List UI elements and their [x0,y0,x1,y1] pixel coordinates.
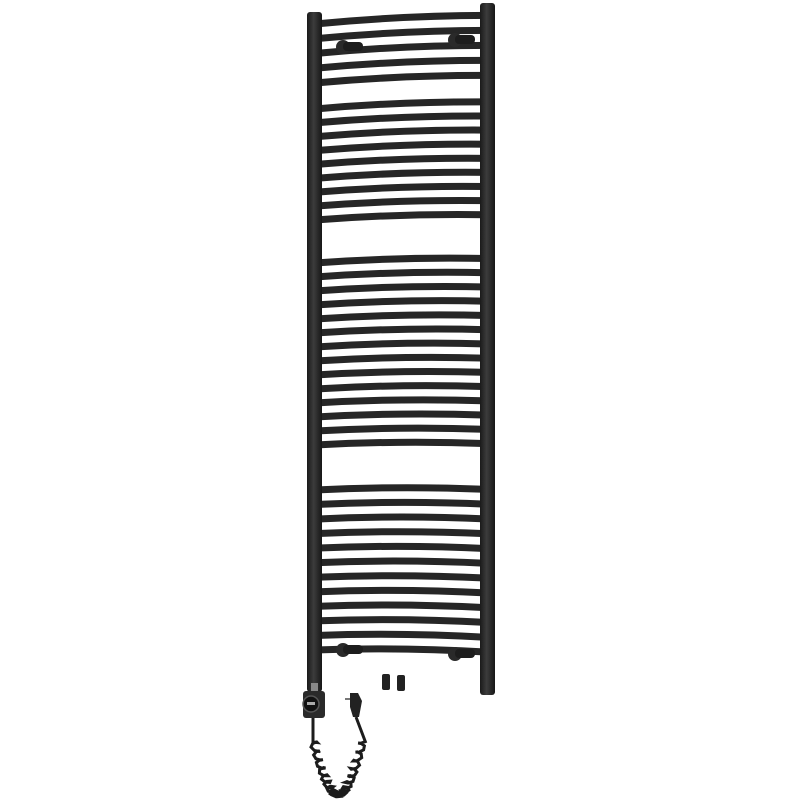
radiator-bar [311,26,492,43]
radiator-bar [311,182,492,196]
mounting-bracket-icon [336,33,475,661]
radiator-bar [311,616,492,627]
radiator-bar [311,196,492,210]
radiator-bar [311,498,492,509]
radiator-bar [311,283,492,295]
radiator-bar [311,630,492,641]
radiator-bar [311,339,492,351]
radiator-bar [311,572,492,582]
radiator-bar [311,586,492,597]
radiator-bar [311,382,492,393]
radiator-bar [311,71,492,87]
radiator-bar [311,396,492,407]
radiator-bar [311,368,492,379]
radiator-bar [311,410,492,421]
radiator-bar [311,11,492,28]
radiator-bar [311,112,492,127]
radiator-bar [311,438,492,449]
radiator-bar [311,126,492,141]
radiator-bar [311,140,492,155]
radiator-bar [311,513,492,523]
radiator-bar [311,168,492,182]
right-rail [480,3,495,695]
radiator-bar [311,542,492,553]
radiator-bar [311,56,492,72]
radiator-bar [311,528,492,538]
radiator-bar [311,557,492,567]
coiled-cable-icon [309,716,368,799]
radiator-bar [311,154,492,168]
radiator-bar [311,325,492,337]
radiator-bar [311,211,492,224]
valve-connectors [382,674,405,691]
radiator-bar [311,297,492,309]
radiator-bars [311,11,492,656]
radiator-bar [311,98,492,113]
left-rail [307,12,322,692]
radiator-bar [311,254,492,267]
radiator-bar [311,601,492,612]
radiator-bar [311,268,492,281]
radiator-bar [311,424,492,435]
radiator-bar [311,353,492,365]
radiator-bar [311,484,492,494]
radiator-bar [311,41,492,57]
radiator-bar [311,311,492,323]
heating-element-controller-icon [302,683,325,718]
power-plug-icon [345,693,362,717]
